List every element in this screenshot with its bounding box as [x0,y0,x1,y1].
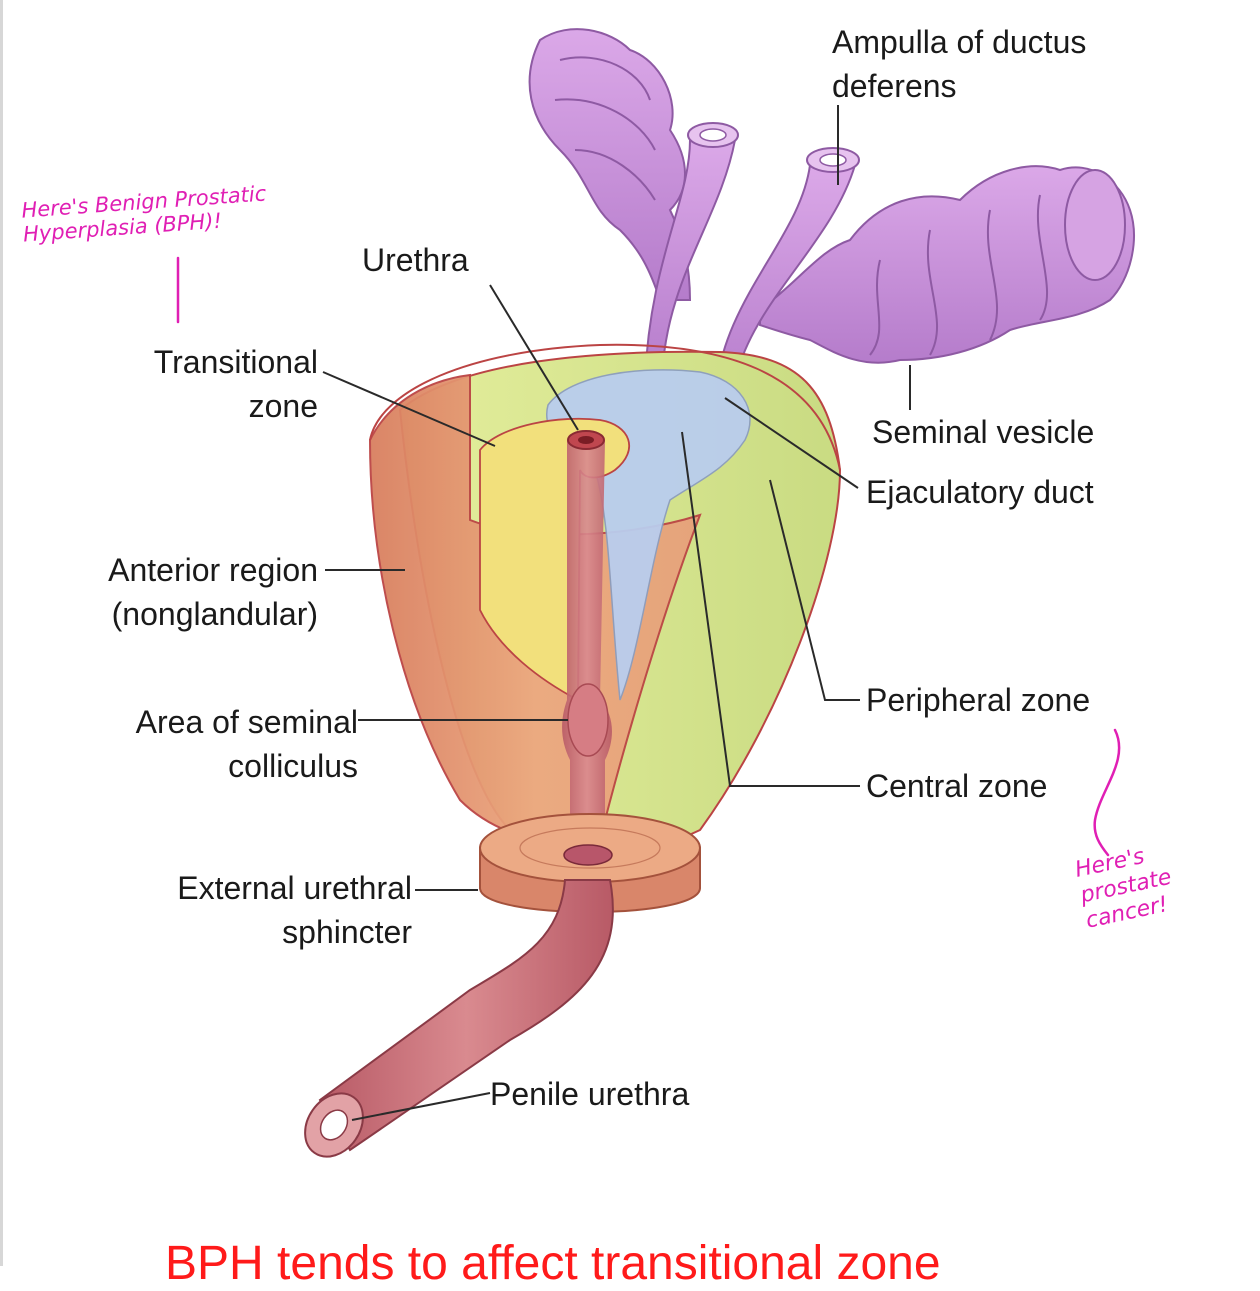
handwritten-marks [176,256,1121,857]
caption-text: BPH tends to affect transitional zone [165,1237,941,1290]
prostate-top-rim [369,343,841,471]
leader-lines [322,105,911,1121]
label-anterior-region: Anterior region(nonglandular) [108,552,318,632]
transitional-zone-shape [479,417,631,702]
label-seminal-vesicle: Seminal vesicle [872,414,1095,450]
page-left-edge [0,0,3,1266]
label-peripheral-zone: Peripheral zone [866,682,1091,718]
seminal-vesicle-right [759,165,1135,364]
label-urethra: Urethra [362,242,469,278]
label-central-zone: Central zone [866,768,1048,804]
penile-urethra-shape [304,879,614,1158]
label-ejaculatory-duct: Ejaculatory duct [866,474,1094,510]
prostatic-urethra [562,430,612,860]
label-penile-urethra: Penile urethra [490,1076,690,1112]
